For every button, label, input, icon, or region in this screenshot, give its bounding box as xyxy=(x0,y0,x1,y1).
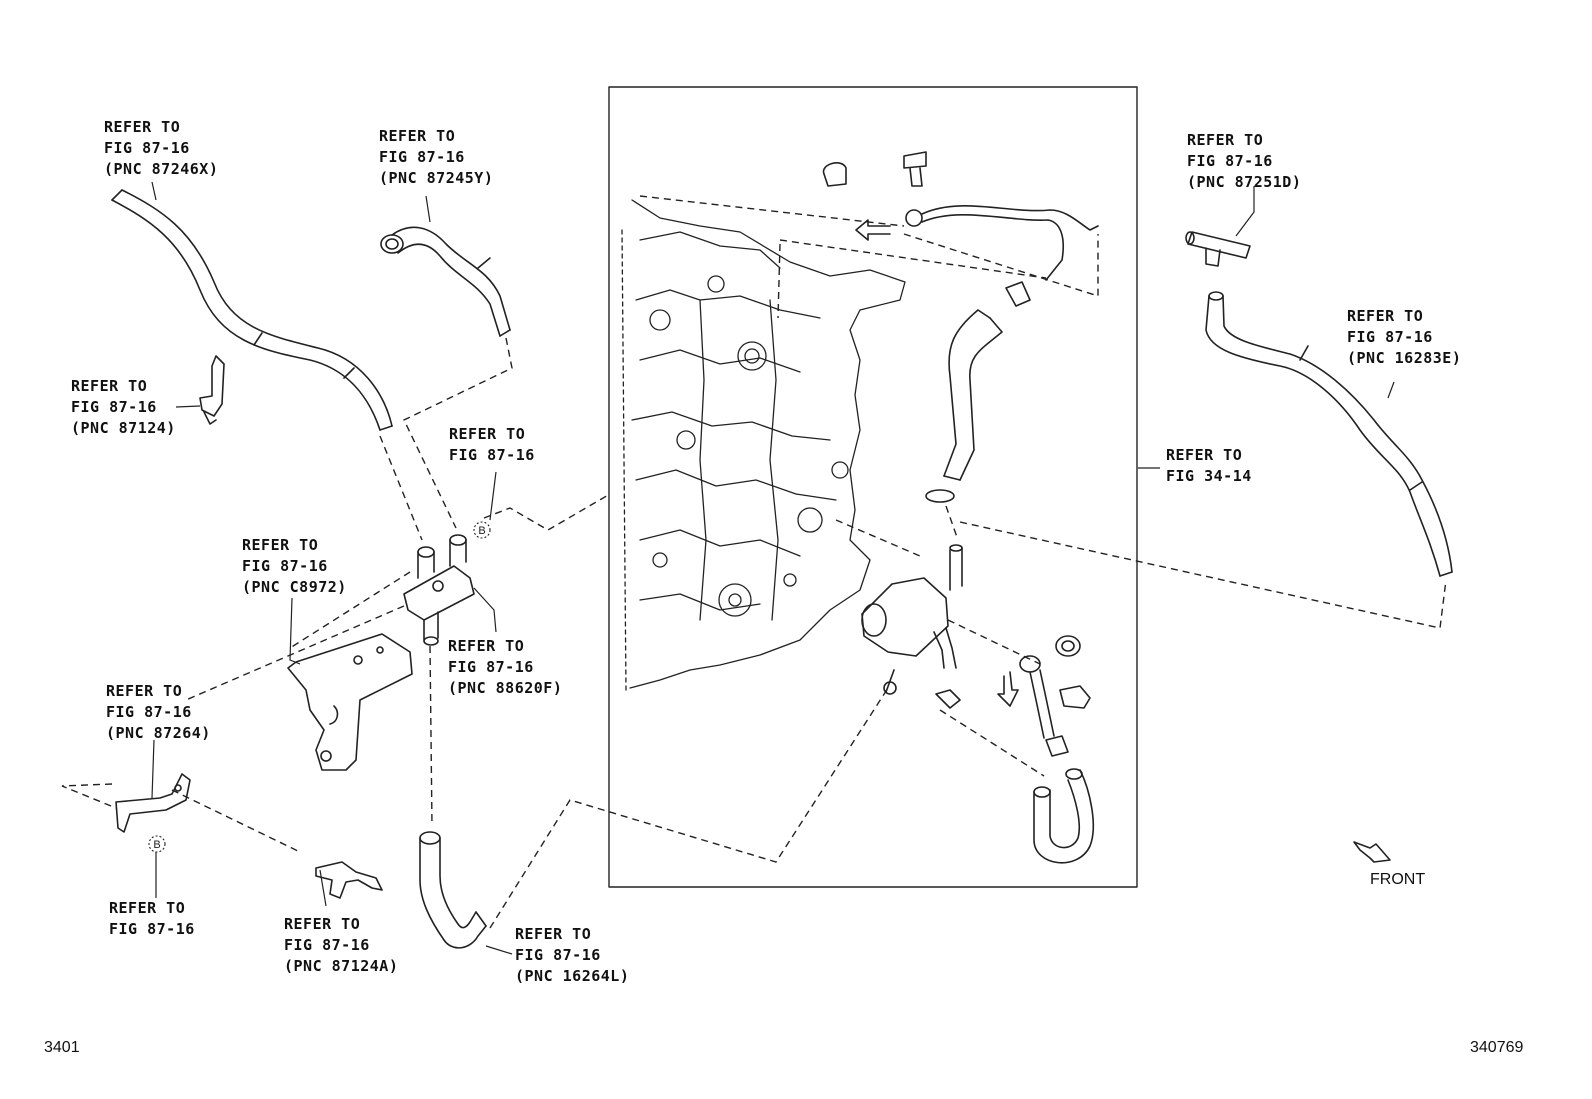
water-valve-88620f xyxy=(403,534,475,646)
direction-arrow-icon xyxy=(855,219,891,241)
bracket-87124 xyxy=(199,355,225,425)
tee-87251d xyxy=(1185,231,1251,267)
clamp-87124a xyxy=(315,861,383,899)
hose-87245y xyxy=(380,226,511,337)
bracket-87264 xyxy=(115,773,191,833)
page-number-right: 340769 xyxy=(1470,1039,1524,1056)
bracket-c8972 xyxy=(287,633,413,771)
front-label: FRONT xyxy=(1370,871,1426,888)
hose-16264l xyxy=(419,831,487,949)
connector-lines xyxy=(61,195,1447,929)
hose-u-lower xyxy=(1033,768,1094,864)
page-number-left: 3401 xyxy=(44,1039,80,1056)
engine-assembly-frame xyxy=(608,86,1138,888)
direction-arrow-down-icon xyxy=(997,671,1019,707)
marker-b-bottom: B xyxy=(148,835,166,853)
hose-16283e xyxy=(1205,291,1453,577)
marker-b-top: B xyxy=(473,521,491,539)
svg-text:B: B xyxy=(153,839,160,851)
engine-block xyxy=(621,199,906,691)
front-arrow-icon xyxy=(1353,841,1391,863)
hose-87246x xyxy=(111,189,393,431)
hose-engine-vertical xyxy=(943,309,1003,481)
oil-cooler xyxy=(861,489,963,695)
leader-lines xyxy=(151,181,1395,955)
banjo-fitting-lower xyxy=(935,635,1091,757)
svg-text:B: B xyxy=(478,525,485,537)
oil-pipe-assembly xyxy=(822,151,1099,307)
